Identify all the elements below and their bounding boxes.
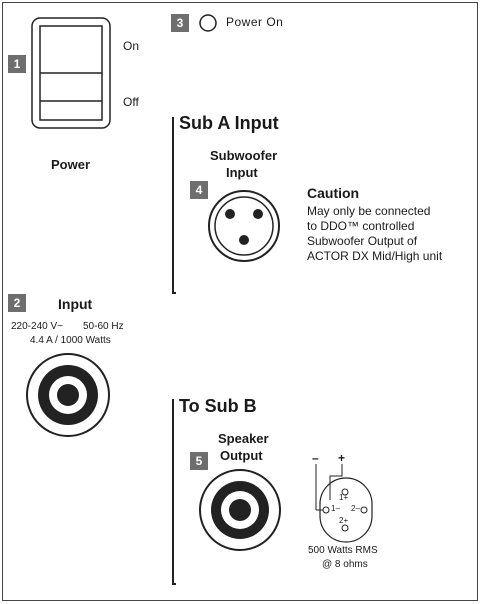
pin-1plus-label: 1+ xyxy=(339,493,349,502)
subwoofer-input-label-2: Input xyxy=(226,165,258,180)
sub-b-title: To Sub B xyxy=(179,396,257,416)
output-rating-line-2: @ 8 ohms xyxy=(322,559,368,570)
sub-b-bracket xyxy=(172,399,176,585)
input-frequency: 50-60 Hz xyxy=(83,321,124,332)
subwoofer-input-label-1: Subwoofer xyxy=(210,148,278,163)
badge-1: 1 xyxy=(8,55,26,73)
badge-5: 5 xyxy=(190,452,208,470)
pin-2plus-label: 2+ xyxy=(339,516,349,525)
input-voltage: 220-240 V~ xyxy=(11,321,63,332)
sub-a-bracket xyxy=(172,117,176,294)
caution-line-1: May only be connected xyxy=(307,204,431,218)
power-caption: Power xyxy=(51,157,91,172)
badge-4: 4 xyxy=(190,181,208,199)
output-rating-line-1: 500 Watts RMS xyxy=(308,545,378,556)
caution-line-4: ACTOR DX Mid/High unit xyxy=(307,249,443,263)
badge-3: 3 xyxy=(171,14,189,32)
caution-line-3: Subwoofer Output of xyxy=(307,234,418,248)
sub-a-title: Sub A Input xyxy=(179,113,279,133)
power-on-label: On xyxy=(123,39,140,53)
speaker-output-label-2: Output xyxy=(220,448,263,463)
speaker-output-label-1: Speaker xyxy=(218,431,269,446)
pin-1minus-label: 1– xyxy=(331,504,340,513)
power-on-indicator-label: Power On xyxy=(226,15,284,29)
input-rating: 4.4 A / 1000 Watts xyxy=(30,335,111,346)
input-title: Input xyxy=(58,296,93,312)
pin-2minus-label: 2– xyxy=(351,504,360,513)
caution-title: Caution xyxy=(307,185,360,201)
power-off-label: Off xyxy=(123,95,139,109)
caution-line-2: to DDO™ controlled xyxy=(307,219,415,233)
plus-label: + xyxy=(338,451,346,465)
minus-label: – xyxy=(312,451,319,465)
badge-2: 2 xyxy=(8,294,26,312)
